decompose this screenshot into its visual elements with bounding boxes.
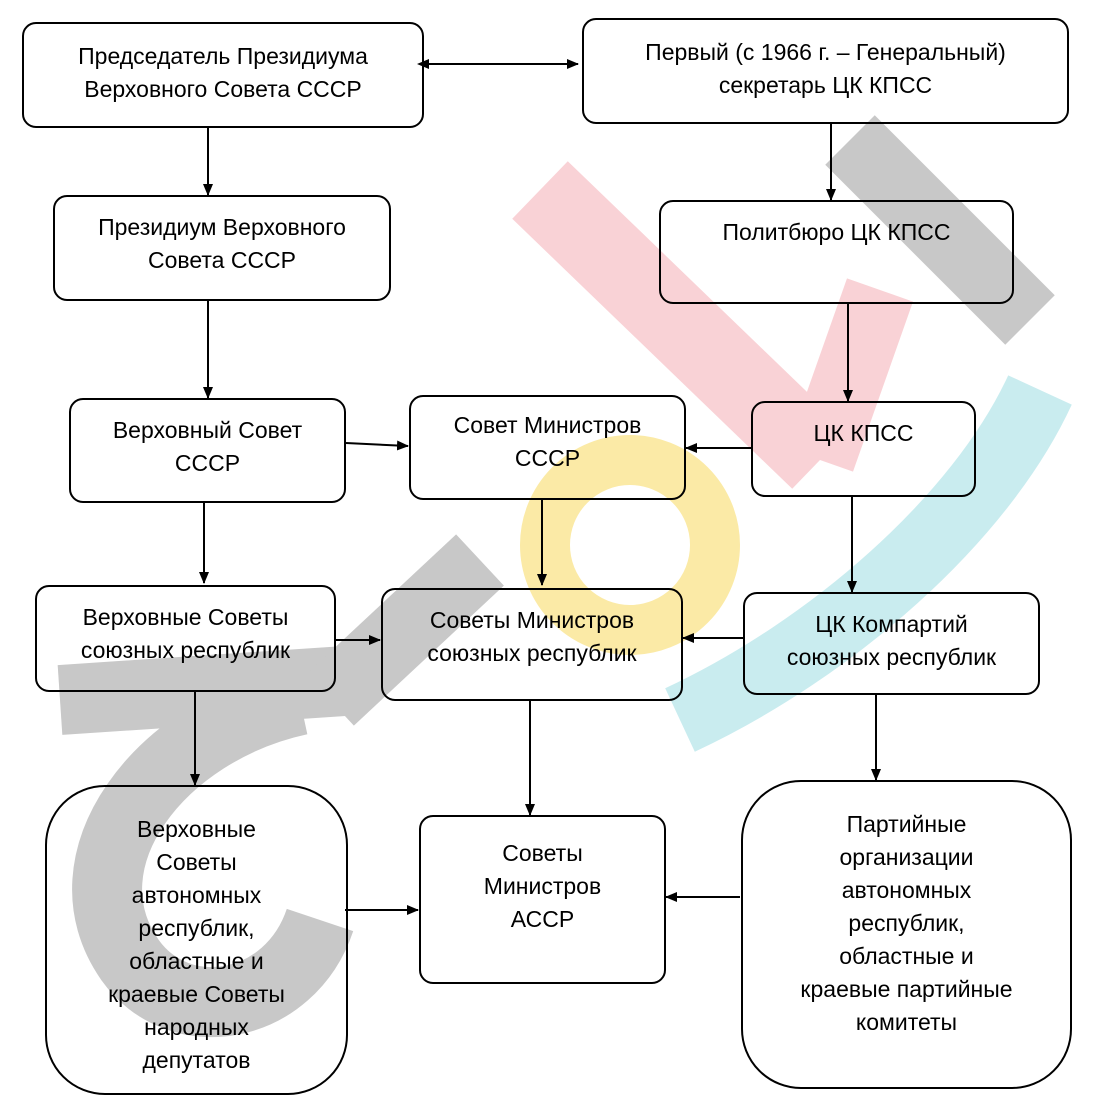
node-republic-supreme-soviets-label: Верховные Советы союзных республик (80, 604, 291, 663)
node-party-organizations: Партийные организации автономных республ… (741, 780, 1072, 1089)
arrow-supreme-council (345, 440, 409, 451)
node-politburo-label: Политбюро ЦК КПСС (722, 219, 951, 245)
node-supreme-soviet-label: Верховный Совет СССР (112, 417, 303, 476)
node-republic-supreme-soviets: Верховные Советы союзных республик (35, 585, 336, 692)
node-republic-councils: Советы Министров союзных республик (381, 588, 683, 701)
node-cc-cpsu: ЦК КПСС (751, 401, 976, 497)
watermark-pink-letter (512, 161, 914, 489)
node-council-ministers-label: Совет Министров СССР (453, 412, 642, 471)
node-first-secretary-label: Первый (с 1966 г. – Генеральный) секрета… (645, 39, 1006, 98)
node-autonomous-soviets-label: Верховные Советы автономных республик, о… (108, 816, 285, 1073)
node-chairman-label: Председатель Президиума Верховного Совет… (78, 43, 368, 102)
node-chairman: Председатель Президиума Верховного Совет… (22, 22, 424, 128)
node-first-secretary: Первый (с 1966 г. – Генеральный) секрета… (582, 18, 1069, 124)
node-republic-cc: ЦК Компартий союзных республик (743, 592, 1040, 695)
node-presidium: Президиум Верховного Совета СССР (53, 195, 391, 301)
node-cc-cpsu-label: ЦК КПСС (813, 420, 914, 446)
watermark-cyan-swoosh (665, 374, 1072, 752)
node-party-organizations-label: Партийные организации автономных республ… (800, 811, 1013, 1035)
node-republic-councils-label: Советы Министров союзных республик (427, 607, 637, 666)
node-republic-cc-label: ЦК Компартий союзных республик (786, 611, 997, 670)
node-presidium-label: Президиум Верховного Совета СССР (98, 214, 346, 273)
node-council-ministers: Совет Министров СССР (409, 395, 686, 500)
node-supreme-soviet: Верховный Совет СССР (69, 398, 346, 503)
node-assr-councils-label: Советы Министров АССР (483, 840, 602, 932)
node-politburo: Политбюро ЦК КПСС (659, 200, 1014, 304)
node-assr-councils: Советы Министров АССР (419, 815, 666, 984)
node-autonomous-soviets: Верховные Советы автономных республик, о… (45, 785, 348, 1095)
watermark-yellow-ring (520, 435, 740, 655)
